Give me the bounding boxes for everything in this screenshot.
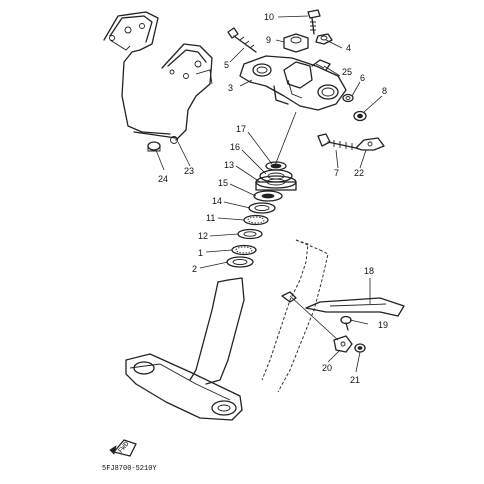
ball-bearing-11 — [243, 214, 269, 226]
label-6: 6 — [360, 73, 365, 83]
label-4: 4 — [346, 43, 351, 53]
label-21: 21 — [350, 375, 360, 385]
bolt-21 — [354, 343, 366, 353]
label-2: 2 — [192, 264, 197, 274]
label-12: 12 — [198, 231, 208, 241]
label-25: 25 — [342, 67, 352, 77]
grommet-24 — [147, 141, 161, 152]
ring-nut-13 — [255, 175, 297, 191]
drawing-code: 5FJ8700-5210Y — [102, 465, 157, 473]
label-5: 5 — [224, 60, 229, 70]
part-labels: 10 9 4 5 3 25 6 8 17 16 13 15 14 11 12 1… — [158, 12, 388, 385]
bracket-crossbar — [133, 131, 178, 144]
label-14: 14 — [212, 196, 222, 206]
washer-6 — [342, 93, 354, 103]
bolt-7 — [317, 133, 357, 150]
label-1: 1 — [198, 248, 203, 258]
label-24: 24 — [158, 174, 168, 184]
headlight-bracket-right — [161, 43, 213, 141]
forward-direction-icon — [109, 439, 137, 457]
bearing-race-2 — [226, 256, 254, 268]
nut-4 — [315, 33, 333, 45]
label-10: 10 — [264, 12, 274, 22]
screw-19 — [340, 315, 352, 331]
label-23: 23 — [184, 166, 194, 176]
label-13: 13 — [224, 160, 234, 170]
bearing-race-12 — [237, 228, 263, 240]
ball-bearing-1 — [231, 244, 257, 256]
label-17: 17 — [236, 124, 246, 134]
label-19: 19 — [378, 320, 388, 330]
label-20: 20 — [322, 363, 332, 373]
label-9: 9 — [266, 35, 271, 45]
steering-axis — [273, 111, 297, 169]
leader-lines — [155, 15, 383, 373]
label-11: 11 — [206, 213, 215, 223]
frame-tab — [281, 291, 297, 303]
handlebar-holder-9 — [283, 33, 309, 53]
clamp-20 — [333, 335, 353, 353]
label-7: 7 — [334, 168, 339, 178]
label-3: 3 — [228, 83, 233, 93]
bearing-cover-15 — [253, 190, 283, 202]
label-18: 18 — [364, 266, 374, 276]
cap-8 — [353, 110, 367, 122]
headlight-bracket-left — [103, 11, 171, 135]
label-15: 15 — [218, 178, 228, 188]
frame-head-pipe-outline — [261, 239, 329, 393]
bearing-race-14 — [248, 202, 276, 214]
bolt-10 — [307, 9, 321, 35]
upper-bracket — [239, 55, 347, 111]
stay-18 — [305, 297, 405, 317]
clip-25 — [311, 59, 331, 71]
bracket-22 — [355, 137, 385, 151]
under-bracket — [125, 277, 245, 421]
label-8: 8 — [382, 86, 387, 96]
fwd-marker-label: FWD — [117, 440, 131, 455]
bolt-5 — [227, 27, 257, 53]
label-22: 22 — [354, 168, 364, 178]
label-16: 16 — [230, 142, 240, 152]
